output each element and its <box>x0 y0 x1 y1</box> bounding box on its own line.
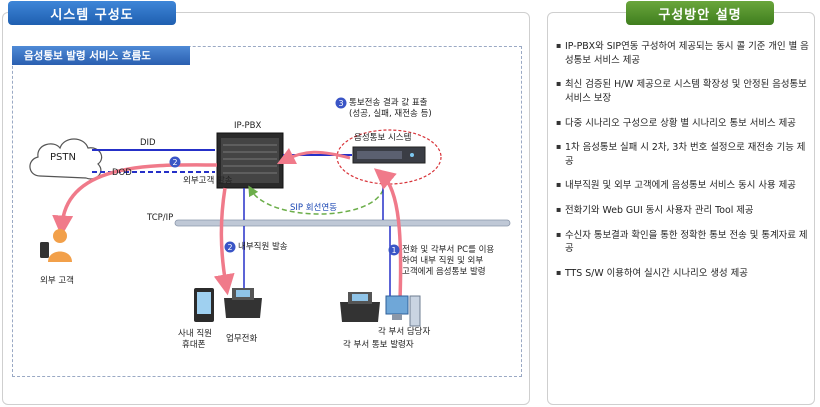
internal-call-arrow <box>213 187 235 296</box>
step3-line2: (성공, 실패, 재전송 등) <box>349 109 432 119</box>
pstn-label: PSTN <box>50 152 76 163</box>
system-diagram-tab[interactable]: 시스템 구성도 <box>8 1 176 25</box>
office-phone-label: 업무전화 <box>226 334 258 344</box>
step-badge-1: 1 <box>388 244 400 256</box>
step-badge-1-text: 1 <box>391 246 396 255</box>
dept-staff-label: 각 부서 담당자 <box>378 327 431 337</box>
external-customer-label: 외부 고객 <box>40 276 74 286</box>
mobile-label-line1: 사내 직원 <box>178 329 212 339</box>
pstn-cloud-icon <box>29 138 103 180</box>
description-item: TTS S/W 이용하여 실시간 시나리오 생성 제공 <box>556 267 814 281</box>
notify-server-icon <box>352 146 426 164</box>
external-call-arrow <box>52 163 218 237</box>
office-phone-icon <box>224 288 262 318</box>
mobile-phone-icon <box>194 288 214 322</box>
step-badge-2-internal: 2 <box>224 241 236 253</box>
tcpip-bus <box>174 219 511 227</box>
dept-phone-icon <box>340 292 380 322</box>
step3-line1: 통보전송 결과 값 표출 <box>349 98 428 108</box>
step-badge-2-internal-text: 2 <box>227 243 232 252</box>
step-badge-2-external: 2 <box>169 156 181 168</box>
dept-sender-label: 각 부서 통보 발령자 <box>343 340 414 350</box>
dept-pc-icon <box>385 295 421 327</box>
step-badge-2-external-text: 2 <box>172 158 177 167</box>
step1-line2: 하여 내부 직원 및 외부 <box>402 256 484 266</box>
notify-request-arrow <box>373 168 403 301</box>
notify-system-ellipse <box>336 129 442 185</box>
description-tab[interactable]: 구성방안 설명 <box>626 1 774 25</box>
description-item: 1차 음성통보 실패 시 2차, 3차 번호 설정으로 재전송 기능 제공 <box>556 141 814 168</box>
ippbx-rack-icon <box>216 132 284 189</box>
did-label: DID <box>140 138 156 148</box>
step-badge-3-text: 3 <box>338 99 343 108</box>
ippbx-label: IP-PBX <box>234 121 262 131</box>
dod-label: DOD <box>112 168 132 178</box>
mobile-label-line2: 휴대폰 <box>182 340 206 350</box>
description-list: IP-PBX와 SIP연동 구성하여 제공되는 동시 콜 기준 개인 별 음성통… <box>556 40 814 292</box>
description-item: 최신 검증된 H/W 제공으로 시스템 확장성 및 안정된 음성통보 서비스 보… <box>556 78 814 105</box>
external-call-label: 외부고객 발송 <box>183 176 233 186</box>
step1-line3: 고객에게 음성통보 발령 <box>402 267 486 277</box>
tcpip-label: TCP/IP <box>147 213 174 223</box>
sip-label: SIP 회선연동 <box>290 203 338 213</box>
step-badge-3: 3 <box>335 97 347 109</box>
notify-to-pbx-arrow <box>276 147 351 165</box>
internal-call-label: 내부직원 발송 <box>238 242 288 252</box>
notify-system-label: 음성통보 시스템 <box>354 133 412 143</box>
description-item: IP-PBX와 SIP연동 구성하여 제공되는 동시 콜 기준 개인 별 음성통… <box>556 40 814 67</box>
description-item: 전화기와 Web GUI 동시 사용자 관리 Tool 제공 <box>556 204 814 218</box>
description-item: 수신자 통보결과 확인을 통한 정확한 통보 전송 및 통계자료 제공 <box>556 229 814 256</box>
flow-diagram-title: 음성통보 발령 서비스 흐름도 <box>12 46 190 65</box>
description-item: 내부직원 및 외부 고객에게 음성통보 서비스 동시 사용 제공 <box>556 179 814 193</box>
description-item: 다중 시나리오 구성으로 상황 별 시나리오 통보 서비스 제공 <box>556 117 814 131</box>
step1-line1: 전화 및 각부서 PC를 이용 <box>402 245 495 255</box>
external-customer-icon <box>40 229 72 262</box>
sip-arc <box>248 185 384 215</box>
flow-diagram-box <box>12 46 522 377</box>
